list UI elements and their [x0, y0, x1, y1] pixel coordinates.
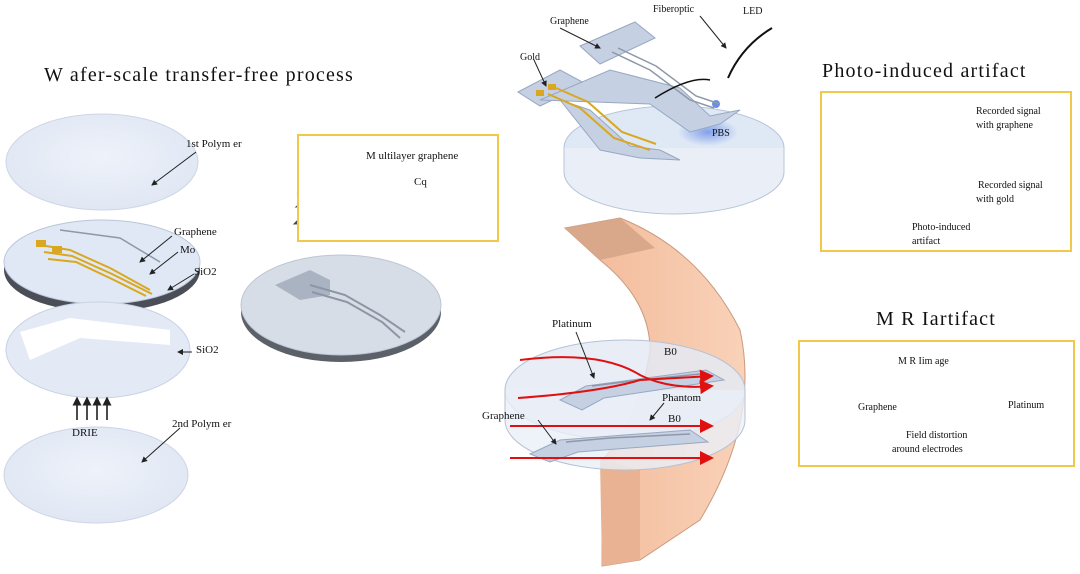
polymer-layer-1	[5, 113, 199, 211]
sio2-layer	[5, 301, 191, 399]
leader-lines-left	[139, 151, 197, 463]
label-sio2-b: SiO2	[196, 344, 219, 356]
label-platinum-diagram: Platinum	[552, 318, 592, 330]
label-gold: Gold	[520, 52, 540, 63]
leader-lines-mri	[537, 331, 665, 445]
label-distortion-2: around electrodes	[892, 444, 963, 455]
label-polymer-1: 1st Polym er	[186, 138, 242, 150]
label-img-platinum: Platinum	[1008, 400, 1045, 411]
label-graphene-diagram: Graphene	[482, 410, 525, 422]
label-graphene-left: Graphene	[174, 226, 217, 238]
wafer-standalone	[240, 254, 442, 362]
wafer-process-title: W afer-scale transfer-free process	[44, 64, 355, 86]
photo-artifact-title: Photo-induced artifact	[822, 60, 1027, 82]
label-multilayer: M ultilayer graphene	[366, 150, 459, 162]
flex-electrode	[517, 21, 741, 161]
label-b0-bottom: B0	[668, 413, 681, 425]
label-img-graphene: Graphene	[858, 402, 897, 413]
label-graphene-top: Graphene	[550, 16, 589, 27]
label-led: LED	[743, 6, 763, 17]
label-recorded-graphene-1: Recorded signal	[976, 106, 1041, 117]
polymer-layer-2	[3, 426, 189, 524]
label-artifact-2: artifact	[912, 236, 941, 247]
label-recorded-graphene-2: with graphene	[976, 120, 1033, 131]
mri-artifact-title: M R Iartifact	[876, 308, 997, 330]
label-cq: Cq	[414, 176, 427, 188]
photo-artifact-box	[820, 91, 1072, 252]
label-polymer-2: 2nd Polym er	[172, 418, 232, 430]
label-artifact-1: Photo-induced	[912, 222, 971, 233]
multilayer-graphene-box	[297, 134, 499, 242]
label-recorded-gold-1: Recorded signal	[978, 180, 1043, 191]
label-pbs: PBS	[712, 128, 730, 139]
label-mo: Mo	[180, 244, 196, 256]
label-drie: DRIE	[72, 427, 98, 439]
mri-artifact-box	[798, 340, 1075, 467]
label-fiberoptic: Fiberoptic	[653, 4, 695, 15]
label-phantom: Phantom	[662, 392, 702, 404]
label-recorded-gold-2: with gold	[976, 194, 1015, 205]
b0-field-lines	[510, 356, 714, 465]
fiberoptic-cable	[654, 27, 773, 99]
label-b0-top: B0	[664, 346, 677, 358]
leader-lines-top	[533, 15, 727, 87]
label-sio2-a: SiO2	[194, 266, 217, 278]
label-mri-image: M R Iim age	[898, 356, 949, 367]
device-wafer	[3, 219, 201, 312]
drie-arrows	[72, 396, 112, 420]
label-distortion-1: Field distortion	[906, 430, 968, 441]
petri-dish	[563, 100, 785, 215]
